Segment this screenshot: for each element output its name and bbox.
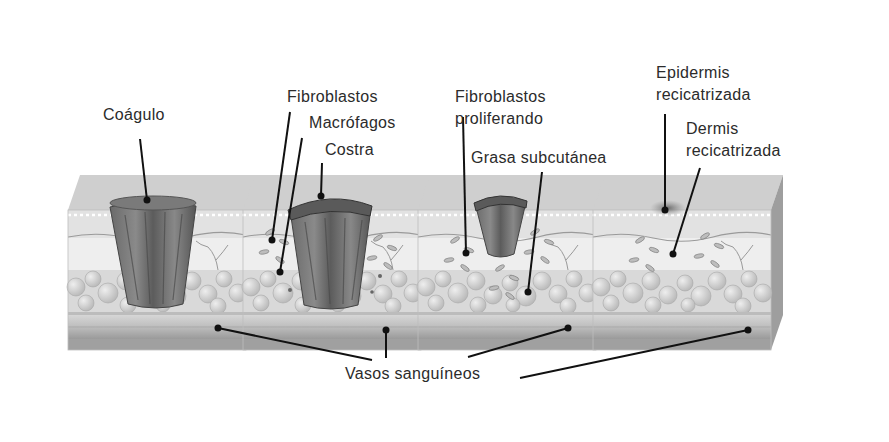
macrophage-label: Macrófagos [309, 112, 439, 134]
fat-label: Grasa subcutánea [471, 147, 646, 169]
vessels-label: Vasos sanguíneos [345, 363, 545, 385]
scab-label: Costra [325, 139, 425, 161]
epidermis-label: Epidermis recicatrizada [656, 62, 781, 106]
proliferating-label: Fibroblastos proliferando [455, 86, 585, 130]
fibroblast-label: Fibroblastos [287, 86, 417, 108]
clot-label: Coágulo [103, 104, 213, 126]
dermis-label: Dermis recicatrizada [686, 118, 811, 162]
